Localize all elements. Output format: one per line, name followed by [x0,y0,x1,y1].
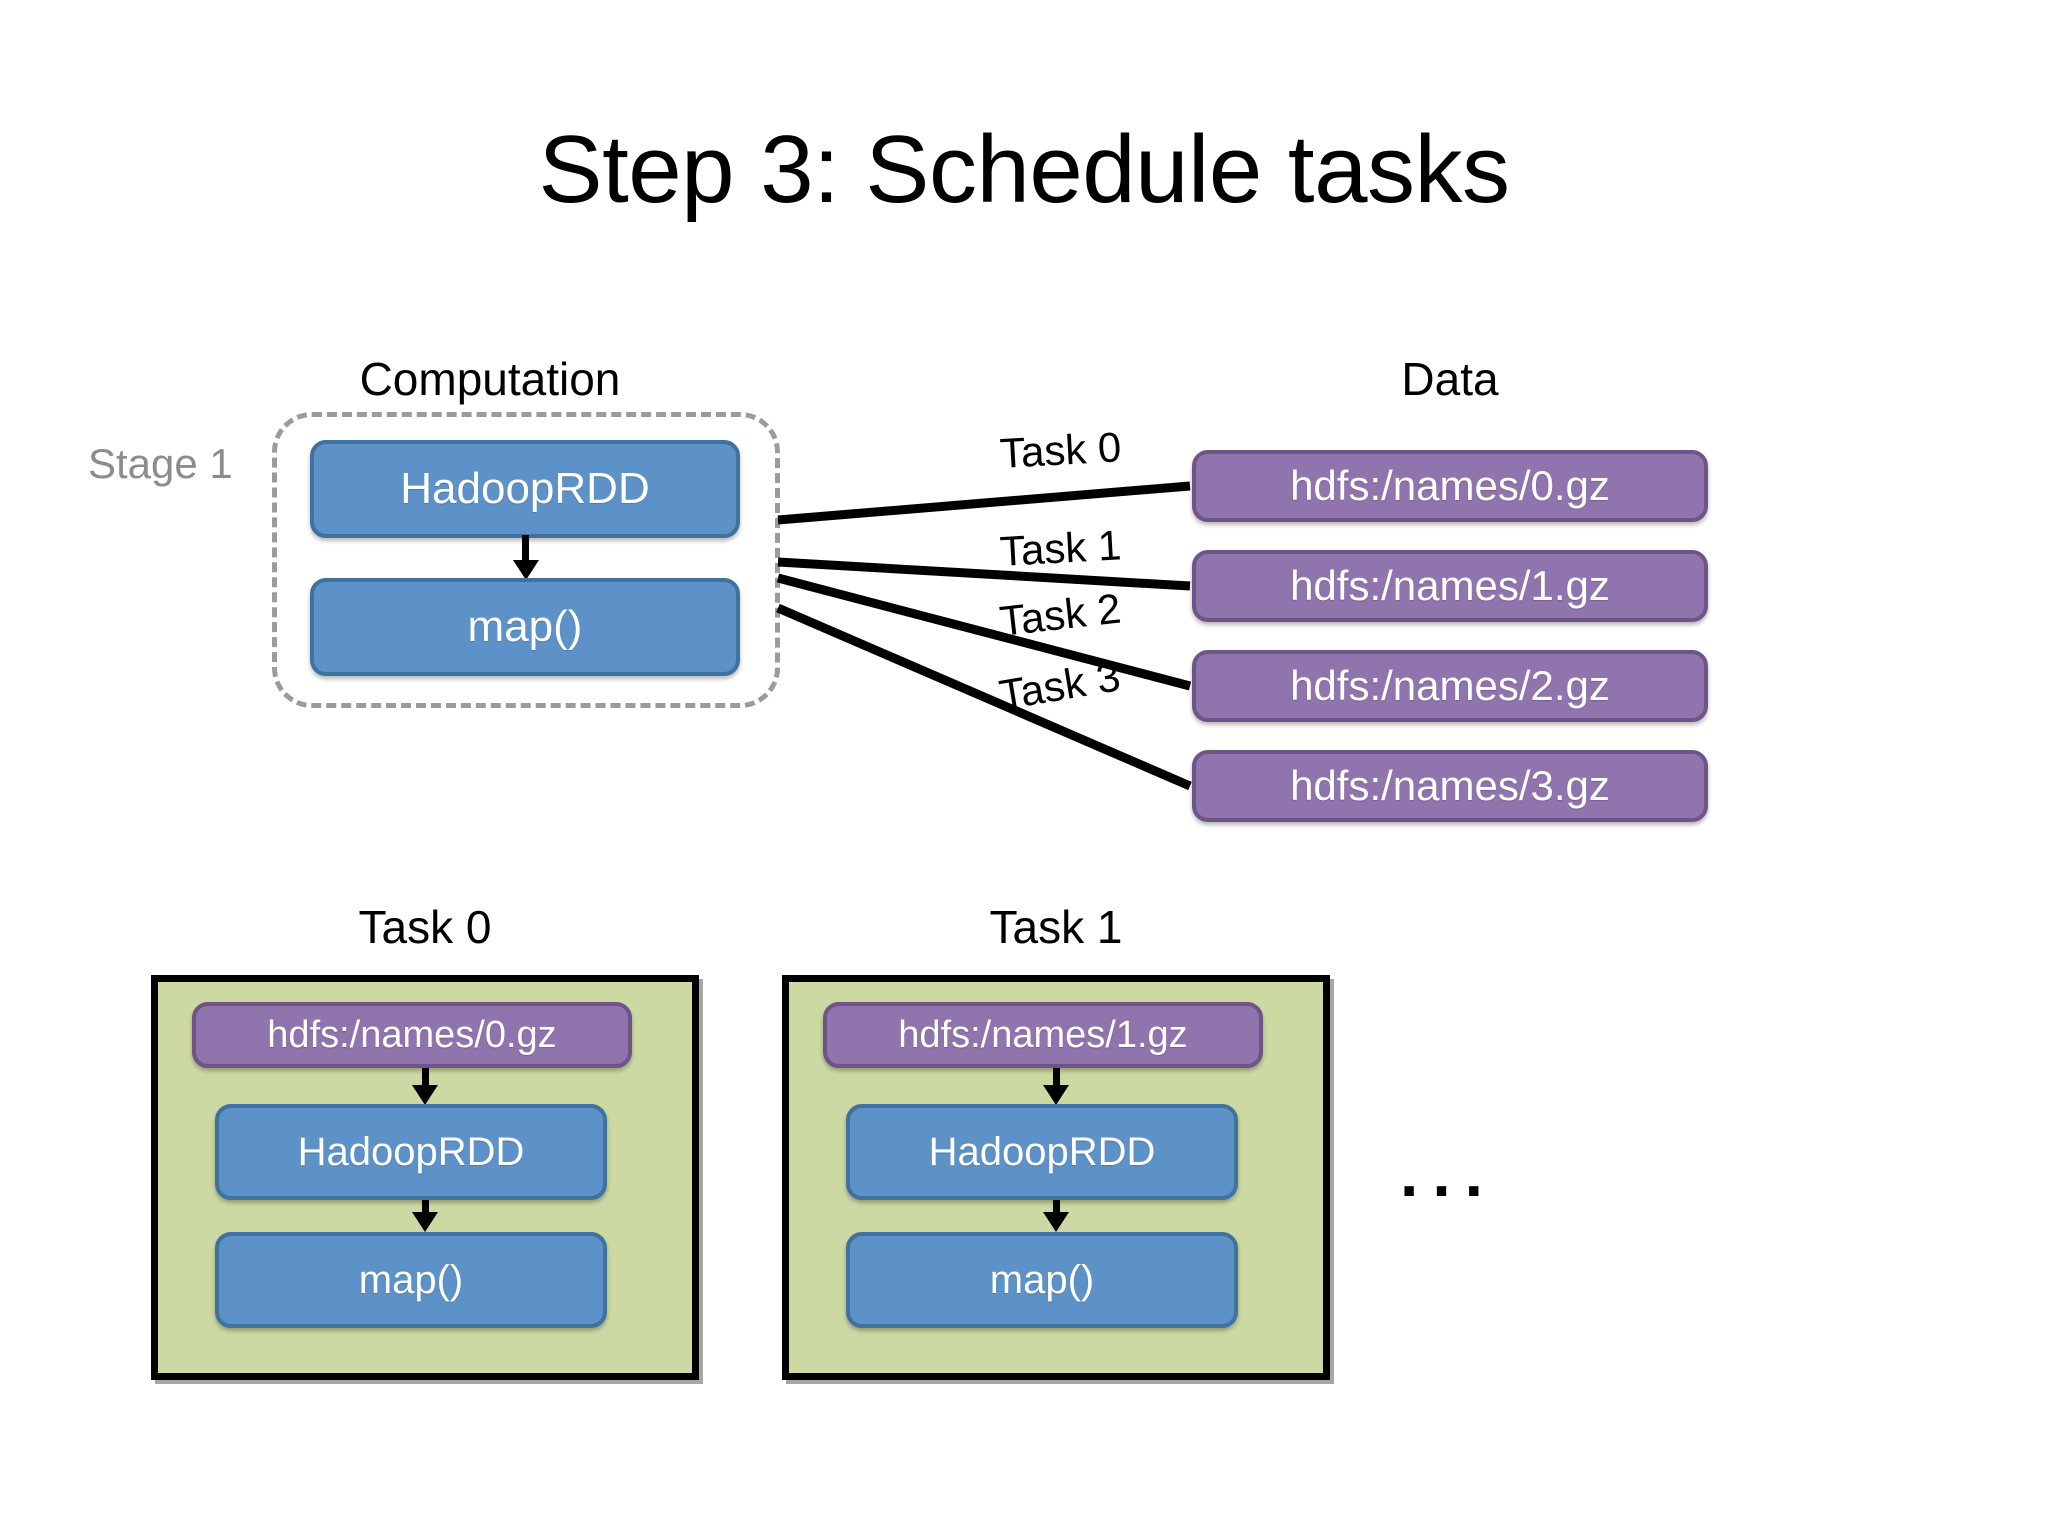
connector-task-2 [776,573,1192,691]
data-column-header: Data [1401,353,1499,405]
page-title: Step 3: Schedule tasks [538,116,1510,223]
task-panel-1[interactable]: hdfs:/names/1.gz HadoopRDD map() [782,975,1330,1380]
stage-node-hadooprdd[interactable]: HadoopRDD [310,440,740,538]
task-panel-title-1: Task 1 [989,901,1123,953]
connector-task-1 [777,557,1191,591]
task-panel-0-map-node[interactable]: map() [215,1232,607,1328]
data-partition-0[interactable]: hdfs:/names/0.gz [1192,450,1708,522]
data-partition-2[interactable]: hdfs:/names/2.gz [1192,650,1708,722]
data-partition-1[interactable]: hdfs:/names/1.gz [1192,550,1708,622]
computation-column-header: Computation [359,353,621,405]
data-partition-3[interactable]: hdfs:/names/3.gz [1192,750,1708,822]
task-panel-1-arrow-data-to-rdd [1043,1068,1069,1105]
task-panel-0-data-node[interactable]: hdfs:/names/0.gz [192,1002,632,1068]
task-panel-title-0: Task 0 [358,901,492,953]
task-panel-0-arrow-data-to-rdd [412,1068,438,1105]
task-panel-0[interactable]: hdfs:/names/0.gz HadoopRDD map() [151,975,699,1380]
task-edge-label-3: Task 3 [996,652,1124,719]
task-edge-label-1: Task 1 [998,521,1123,575]
arrow-head-icon [512,560,539,580]
connector-task-3 [776,603,1192,791]
arrow-shaft [522,535,529,563]
task-panel-1-hadooprdd-node[interactable]: HadoopRDD [846,1104,1238,1200]
task-panel-0-arrow-rdd-to-map [412,1200,438,1232]
task-panel-1-data-node[interactable]: hdfs:/names/1.gz [823,1002,1263,1068]
task-panel-1-arrow-rdd-to-map [1043,1200,1069,1232]
task-panel-0-hadooprdd-node[interactable]: HadoopRDD [215,1104,607,1200]
more-tasks-ellipsis: ... [1400,1136,1498,1210]
stage-node-map[interactable]: map() [310,578,740,676]
stage-arrow-hadooprdd-to-map [512,535,539,580]
stage-label: Stage 1 [88,440,233,487]
task-edge-label-2: Task 2 [997,584,1124,645]
task-edge-label-0: Task 0 [998,423,1123,477]
stage-boundary-box [272,412,780,708]
connector-task-0 [777,481,1191,525]
task-panel-1-map-node[interactable]: map() [846,1232,1238,1328]
